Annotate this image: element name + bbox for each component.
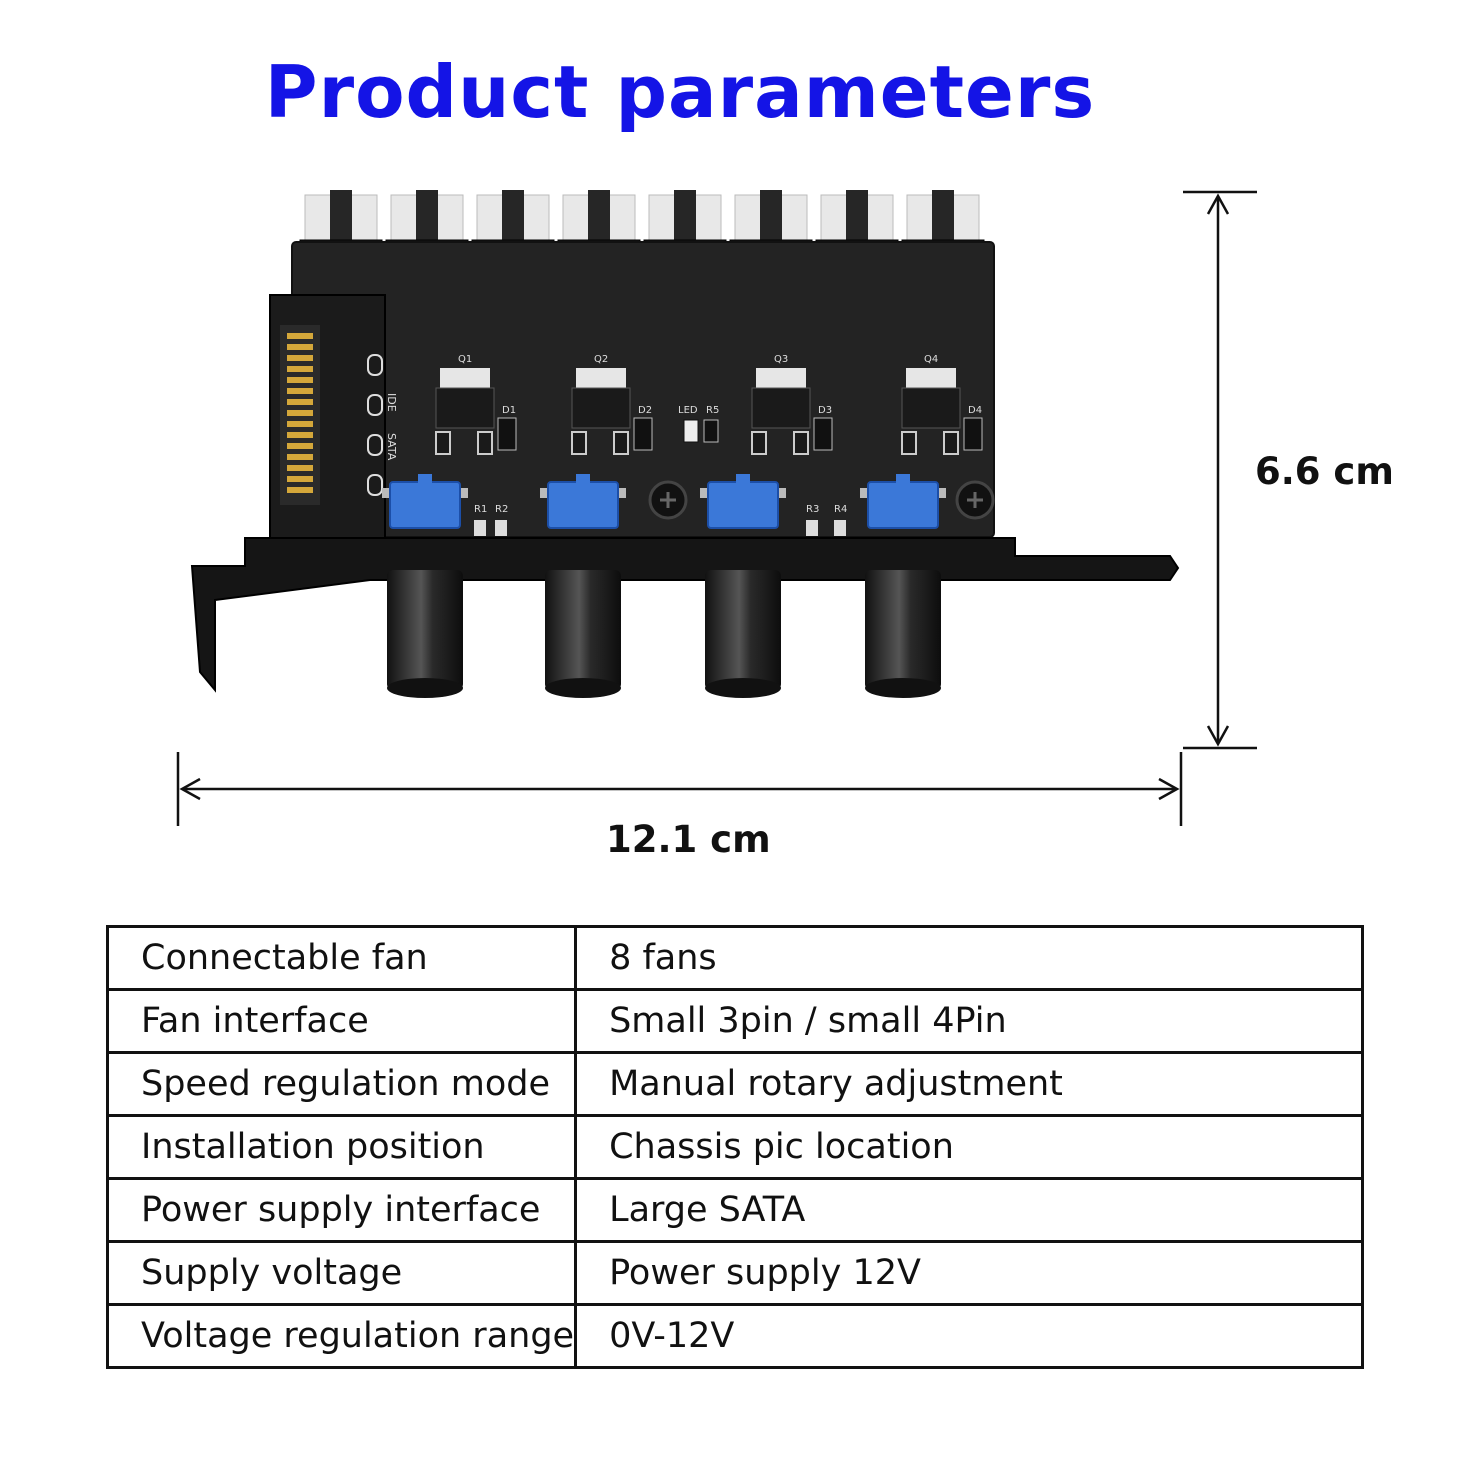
spec-value: Manual rotary adjustment	[574, 1051, 1364, 1117]
resistor-label: R1	[474, 504, 487, 515]
potentiometer	[382, 474, 468, 529]
diode-label: D2	[638, 405, 652, 416]
spec-key: Fan interface	[105, 988, 578, 1054]
potentiometer	[700, 474, 786, 529]
resistor-label: R2	[495, 504, 508, 515]
sata-connector	[269, 294, 386, 541]
spec-key: Connectable fan	[105, 925, 578, 991]
r5-label: R5	[706, 405, 719, 416]
knob	[705, 570, 781, 698]
spec-value: Large SATA	[574, 1177, 1364, 1243]
height-dimension-label: 6.6 cm	[1255, 450, 1394, 493]
mosfet-label: Q2	[594, 354, 608, 365]
spec-key: Voltage regulation range	[105, 1303, 578, 1369]
screw	[955, 480, 995, 520]
knob	[865, 570, 941, 698]
spec-key: Supply voltage	[105, 1240, 578, 1306]
resistor-label: R3	[806, 504, 819, 515]
screw	[648, 480, 688, 520]
spec-value: Chassis pic location	[574, 1114, 1364, 1180]
ide-label: IDE	[385, 393, 398, 412]
diode-label: D1	[502, 405, 516, 416]
potentiometer	[860, 474, 946, 529]
height-dimension	[1183, 190, 1257, 750]
knob	[387, 570, 463, 698]
width-dimension-label: 12.1 cm	[606, 818, 771, 861]
diode-label: D3	[818, 405, 832, 416]
led-label: LED	[678, 405, 698, 416]
diode-label: D4	[968, 405, 982, 416]
sata-label: SATA	[385, 433, 398, 461]
mosfet-label: Q4	[924, 354, 938, 365]
resistor-label: R4	[834, 504, 847, 515]
mosfet-label: Q1	[458, 354, 472, 365]
potentiometer	[540, 474, 626, 529]
mosfet-label: Q3	[774, 354, 788, 365]
knob	[545, 570, 621, 698]
spec-key: Speed regulation mode	[105, 1051, 578, 1117]
pci-bracket	[190, 537, 1180, 693]
width-dimension	[176, 752, 1183, 826]
spec-value: 0V-12V	[574, 1303, 1364, 1369]
spec-key: Power supply interface	[105, 1177, 578, 1243]
spec-value: Power supply 12V	[574, 1240, 1364, 1306]
spec-value: 8 fans	[574, 925, 1364, 991]
spec-key: Installation position	[105, 1114, 578, 1180]
page-title: Product parameters	[264, 50, 1096, 134]
spec-value: Small 3pin / small 4Pin	[574, 988, 1364, 1054]
